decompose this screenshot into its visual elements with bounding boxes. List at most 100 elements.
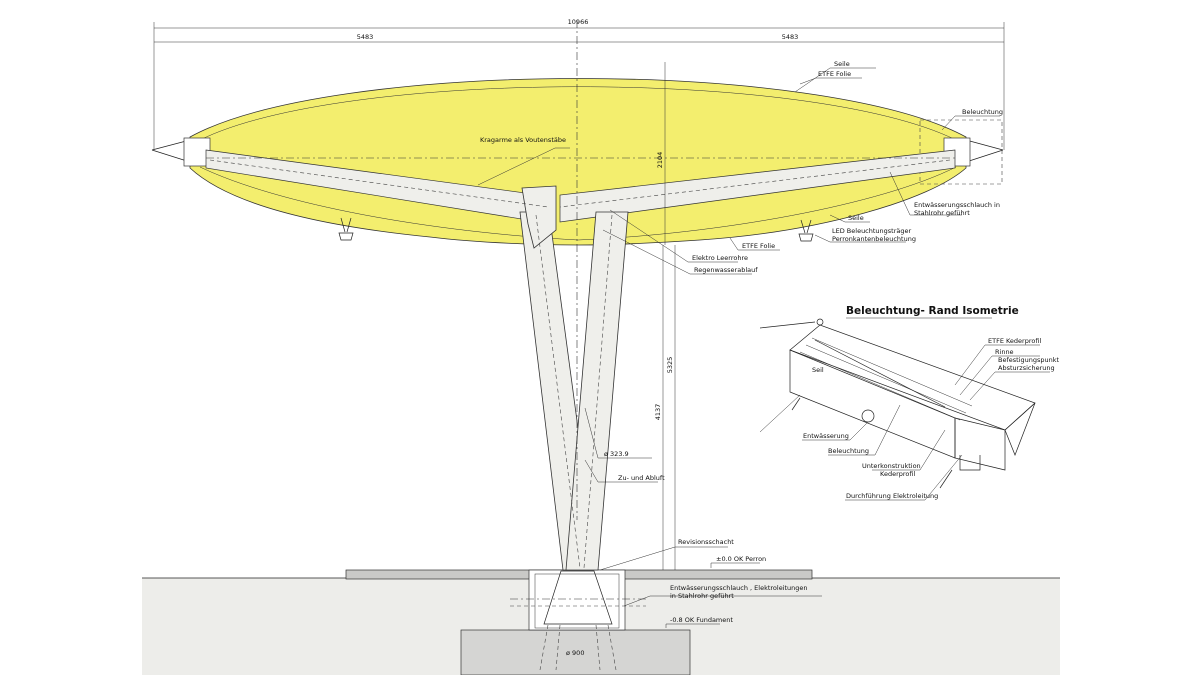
arm-right-inner (559, 159, 951, 208)
iso-support (959, 455, 981, 471)
dim-column-total: 5325 (666, 357, 674, 374)
iso-cable-out (939, 469, 953, 489)
leader-lines (477, 67, 1000, 628)
anchor-line-2 (555, 624, 561, 671)
leader-seile-top (794, 67, 876, 93)
leader-pipe-dia (584, 407, 652, 459)
leader-beleuchtung (941, 115, 1000, 131)
label-seile-bottom: Seile (848, 214, 864, 222)
ground-section (142, 569, 1060, 675)
leader-abluft (584, 459, 658, 483)
iso-label-befestigung: Befestigungspunkt (998, 356, 1059, 364)
iso-gutter-lines (799, 337, 973, 421)
label-elektro: Elektro Leerrohre (692, 254, 748, 262)
iso-label-absturz: Absturzsicherung (998, 364, 1055, 372)
iso-leader-befestigung (969, 371, 1050, 401)
left-inner-line (535, 214, 581, 569)
leader-kragarme (477, 147, 570, 186)
leader-regen (602, 229, 752, 275)
dim-membrane-height: 2104 (656, 152, 664, 169)
label-regen: Regenwasserablauf (694, 266, 758, 274)
leader-entw-elektro (623, 595, 822, 607)
revision-shaft-inner (534, 573, 620, 629)
right-inner-line (583, 214, 613, 569)
leader-revision (599, 546, 728, 571)
iso-leader-beleuchtung (828, 404, 901, 456)
label-led-line1: LED Beleuchtungsträger (832, 227, 912, 235)
label-etfe-bottom: ETFE Folie (742, 242, 775, 250)
iso-label-seil: Seil (812, 366, 824, 374)
column-head-node (521, 185, 557, 249)
iso-drain (861, 409, 875, 423)
label-entw-line1: Entwässerungsschlauch in (914, 201, 1000, 209)
iso-leader-unter (872, 429, 946, 471)
dim-half-left: 5483 (357, 33, 374, 41)
iso-leader-extra (759, 394, 801, 433)
leader-etfe-top (799, 77, 862, 85)
iso-label-beleuchtung: Beleuchtung (828, 447, 869, 455)
iso-leader-rinne (959, 355, 1040, 396)
lamp-left-arm (340, 217, 352, 233)
etfe-membrane (189, 78, 967, 246)
anchor-line-4 (607, 624, 617, 671)
leader-elektro (609, 209, 738, 263)
leader-entwaesserung (889, 171, 962, 216)
leader-ok-perron (710, 562, 760, 568)
detail-frame (919, 119, 1003, 185)
steel-structure (205, 20, 956, 571)
dim-half-right: 5483 (782, 33, 799, 41)
lamp-right-head (798, 233, 814, 242)
iso-label-keder: ETFE Kederprofil (988, 337, 1041, 345)
label-seile-top: Seile (834, 60, 850, 68)
label-beleuchtung: Beleuchtung (962, 108, 1003, 116)
iso-drip-edge (1004, 402, 1036, 456)
lamp-right-arm (800, 219, 812, 234)
isometric-detail: Beleuchtung- Rand Isometrie Seil ETFE Ke… (759, 305, 1059, 501)
right-cantilever-arm (559, 149, 956, 223)
leader-ok-fundament (665, 623, 720, 628)
callout-labels: ETFE Folie Seile Beleuchtung Kragarme al… (480, 60, 1003, 657)
leader-led (814, 234, 906, 243)
iso-cable (759, 321, 816, 329)
label-foundation-diameter: ø 900 (566, 649, 584, 657)
iso-cable-end (816, 318, 824, 326)
label-entw-elektro-1: Entwässerungsschlauch , Elektroleitungen (670, 584, 808, 592)
led-lamps (338, 217, 814, 242)
dim-total-width: 10966 (568, 18, 589, 26)
leader-etfe-bottom (729, 237, 780, 251)
iso-leader-durch (845, 454, 963, 501)
iso-label-rinne: Rinne (995, 348, 1014, 356)
dimension-lines: 10966 5483 5483 2104 5325 4137 (153, 18, 1005, 570)
iso-side-face (954, 417, 1006, 471)
isometric-title: Beleuchtung- Rand Isometrie (846, 305, 1019, 317)
cable-top (199, 86, 957, 141)
label-abluft: Zu- und Abluft (618, 474, 665, 482)
iso-label-entw: Entwässerung (803, 432, 849, 440)
revision-shaft (528, 569, 626, 631)
foundation-block (460, 629, 691, 675)
label-etfe-top: ETFE Folie (818, 70, 851, 78)
right-tip (965, 139, 1004, 163)
label-pipe-diameter: ø 323.9 (604, 450, 629, 458)
leader-seile-bottom (829, 214, 870, 223)
iso-led-bar (814, 339, 946, 408)
arm-left-inner (209, 159, 549, 208)
label-ok-fundament: -0.8 OK Fundament (670, 616, 733, 624)
anchor-line-3 (595, 624, 601, 671)
label-ok-perron: ±0.0 OK Perron (716, 555, 766, 563)
cable-bottom (199, 166, 957, 241)
label-entw-line2: Stahlrohr geführt (914, 209, 970, 217)
label-revision: Revisionsschacht (678, 538, 734, 546)
iso-leader-entw (802, 421, 869, 441)
right-inclined-column (565, 211, 629, 571)
anchor-line-1 (539, 624, 549, 671)
iso-label-unter: Unterkonstruktion (862, 462, 921, 470)
dim-column-lower: 4137 (654, 404, 662, 421)
iso-label-durch: Durchführung Elektroleitung (846, 492, 938, 500)
iso-bracket (791, 397, 801, 411)
iso-leader-keder (954, 344, 1040, 386)
lamp-left-head (338, 232, 354, 241)
label-kragarme: Kragarme als Voutenstäbe (480, 136, 566, 144)
iso-label-kederprofil: Kederprofil (880, 470, 915, 478)
